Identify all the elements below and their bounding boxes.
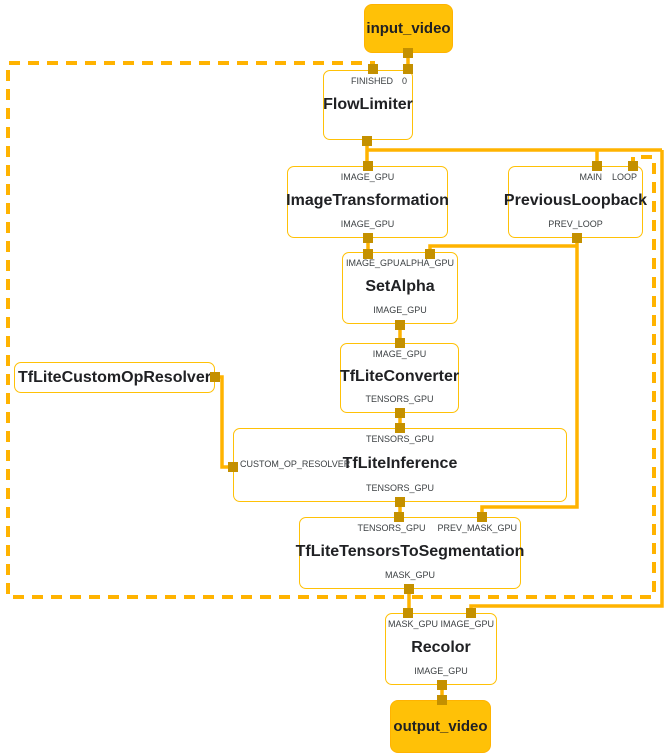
node-tfliteconverter[interactable]: IMAGE_GPU TfLiteConverter TENSORS_GPU <box>340 343 459 413</box>
node-title: TfLiteInference <box>342 455 458 472</box>
input-ports-row: IMAGE_GPU <box>341 344 458 359</box>
node-setalpha[interactable]: IMAGE_GPU ALPHA_GPU SetAlpha IMAGE_GPU <box>342 252 458 324</box>
output-ports-row: PREV_LOOP <box>509 220 642 237</box>
output-ports-row: TENSORS_GPU <box>234 484 566 501</box>
node-previousloopback[interactable]: MAIN LOOP PreviousLoopback PREV_LOOP <box>504 166 647 238</box>
node-title: TfLiteTensorsToSegmentation <box>295 543 525 560</box>
port-label-tensors-gpu-out: TENSORS_GPU <box>365 394 434 404</box>
output-ports-row: IMAGE_GPU <box>288 220 447 237</box>
port-label-main: MAIN <box>579 172 602 182</box>
port-label-image-gpu-in: IMAGE_GPU <box>440 619 494 629</box>
output-ports-row: IMAGE_GPU <box>343 306 457 323</box>
spacer <box>324 123 412 139</box>
port-label-image-gpu-out: IMAGE_GPU <box>414 666 468 676</box>
port-label-alpha-gpu-in: ALPHA_GPU <box>399 258 454 268</box>
port-label-custom-op-resolver: CUSTOM_OP_RESOLVER <box>240 459 351 469</box>
port-label-loop: LOOP <box>611 172 637 182</box>
edge-resolver-to-tfliteinference <box>215 375 230 469</box>
node-title: FlowLimiter <box>323 95 413 113</box>
input-ports-row: IMAGE_GPU ALPHA_GPU <box>343 253 457 268</box>
port-label-tensors-gpu-in: TENSORS_GPU <box>357 523 426 533</box>
port-label-zero: 0 <box>401 76 407 86</box>
port-label-finished: FINISHED <box>350 76 393 86</box>
port-label-mask-gpu-in: MASK_GPU <box>388 619 439 629</box>
input-ports-row: TENSORS_GPU <box>234 429 566 444</box>
port-label-mask-gpu-out: MASK_GPU <box>384 570 435 580</box>
node-input-video[interactable]: input_video <box>364 4 453 53</box>
port-label-image-gpu-out: IMAGE_GPU <box>373 305 427 315</box>
input-ports-row: IMAGE_GPU <box>288 167 447 182</box>
node-tflitetensorstosegmentation[interactable]: TENSORS_GPU PREV_MASK_GPU TfLiteTensorsT… <box>296 517 524 589</box>
port-label-image-gpu-in: IMAGE_GPU <box>372 349 427 359</box>
port-label-tensors-gpu-in: TENSORS_GPU <box>365 434 434 444</box>
input-ports-row: MASK_GPU IMAGE_GPU <box>386 614 496 629</box>
port-label-prev-loop: PREV_LOOP <box>548 219 603 229</box>
node-output-video[interactable]: output_video <box>390 700 491 753</box>
node-title: TfLiteCustomOpResolver <box>18 368 211 386</box>
input-ports-row: MAIN LOOP <box>509 167 642 182</box>
port-label-image-gpu-in: IMAGE_GPU <box>340 172 395 182</box>
node-imagetransformation[interactable]: IMAGE_GPU ImageTransformation IMAGE_GPU <box>286 166 449 238</box>
output-ports-row: TENSORS_GPU <box>341 395 458 412</box>
node-title: input_video <box>366 20 451 37</box>
node-tfliteinference[interactable]: TENSORS_GPU CUSTOM_OP_RESOLVER TfLiteInf… <box>233 428 567 502</box>
node-title: PreviousLoopback <box>503 192 648 209</box>
input-ports-row: FINISHED 0 <box>324 71 412 86</box>
port-label-prev-mask-gpu-in: PREV_MASK_GPU <box>437 523 517 533</box>
node-flowlimiter[interactable]: FINISHED 0 FlowLimiter <box>323 70 413 140</box>
node-tflitecustomopresolver[interactable]: TfLiteCustomOpResolver <box>14 362 215 393</box>
node-title: Recolor <box>411 639 471 656</box>
node-recolor[interactable]: MASK_GPU IMAGE_GPU Recolor IMAGE_GPU <box>385 613 497 685</box>
node-title: output_video <box>393 718 488 735</box>
node-title: SetAlpha <box>365 278 435 295</box>
node-title: ImageTransformation <box>286 192 449 209</box>
port-label-tensors-gpu-out: TENSORS_GPU <box>365 483 434 493</box>
port-label-image-gpu-out: IMAGE_GPU <box>340 219 395 229</box>
node-title: TfLiteConverter <box>339 368 460 385</box>
output-ports-row: IMAGE_GPU <box>386 667 496 684</box>
input-ports-row: TENSORS_GPU PREV_MASK_GPU <box>300 518 520 533</box>
port-label-image-gpu-in: IMAGE_GPU <box>346 258 400 268</box>
output-ports-row: MASK_GPU <box>300 571 520 588</box>
